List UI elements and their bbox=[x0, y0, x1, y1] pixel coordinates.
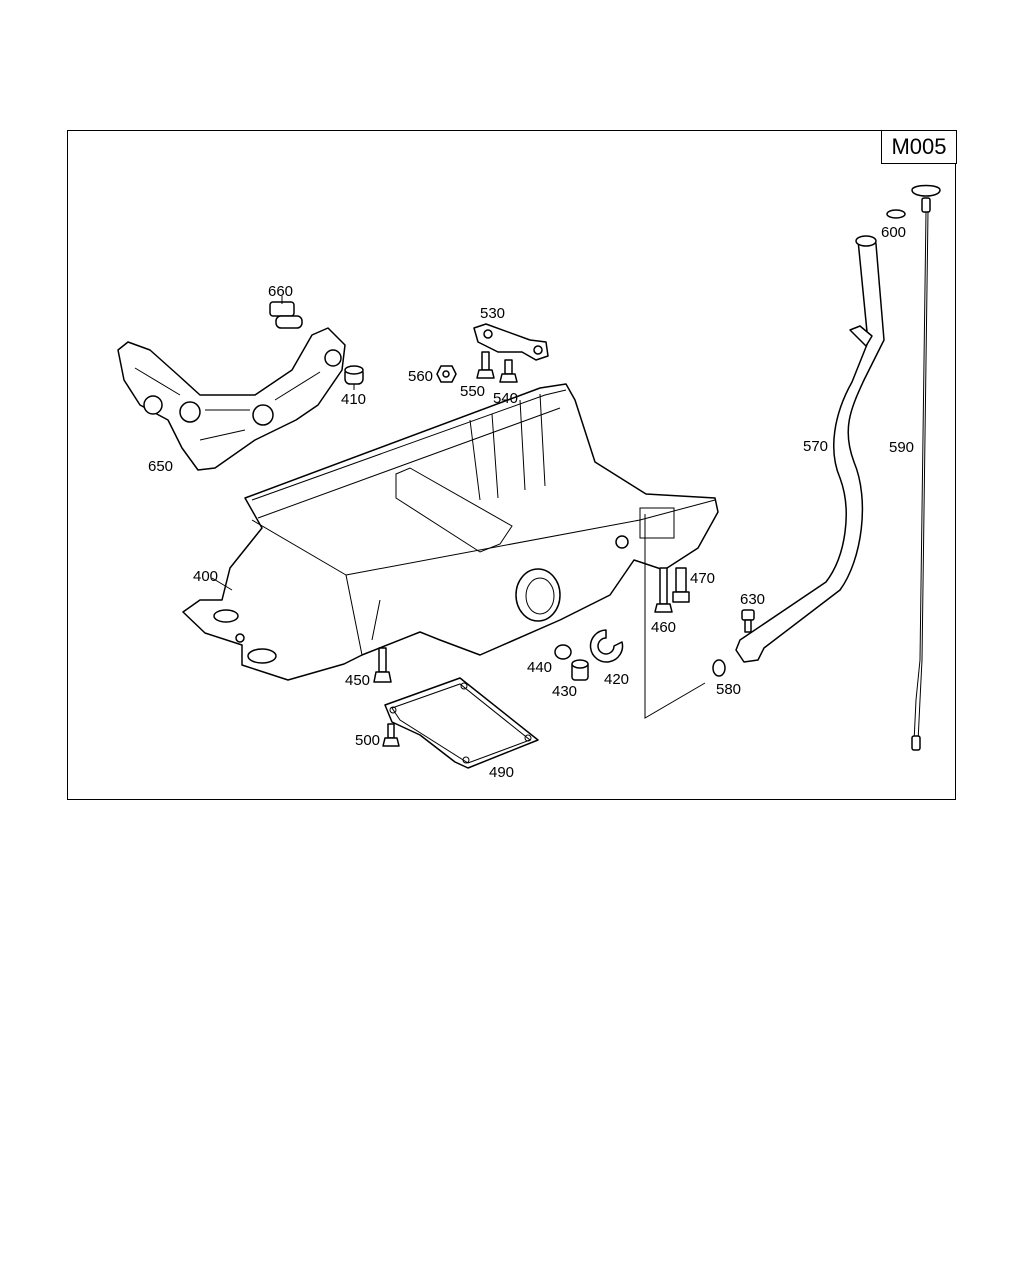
callout-540: 540 bbox=[493, 390, 518, 407]
leader-lines bbox=[211, 296, 706, 719]
callout-440: 440 bbox=[527, 659, 552, 676]
callout-630: 630 bbox=[740, 591, 765, 608]
callout-650: 650 bbox=[148, 458, 173, 475]
bushing-410 bbox=[344, 365, 364, 385]
callout-660: 660 bbox=[268, 283, 293, 300]
seal-ring-440 bbox=[554, 644, 572, 660]
nut-560 bbox=[436, 365, 457, 383]
engine-mount-bracket-650 bbox=[117, 327, 346, 471]
bolt-450 bbox=[373, 647, 392, 683]
callout-500: 500 bbox=[355, 732, 380, 749]
oil-pan-400 bbox=[182, 383, 719, 681]
bracket-530 bbox=[473, 323, 549, 361]
bolt-550 bbox=[476, 351, 495, 379]
callout-420: 420 bbox=[604, 671, 629, 688]
o-ring-580 bbox=[712, 659, 726, 677]
drain-plug-430 bbox=[571, 659, 589, 681]
callout-410: 410 bbox=[341, 391, 366, 408]
bolt-660 bbox=[269, 301, 303, 329]
callout-450: 450 bbox=[345, 672, 370, 689]
seal-600 bbox=[886, 209, 906, 219]
callout-560: 560 bbox=[408, 368, 433, 385]
callout-460: 460 bbox=[651, 619, 676, 636]
callout-570: 570 bbox=[803, 438, 828, 455]
bolt-540 bbox=[499, 359, 518, 383]
callout-400: 400 bbox=[193, 568, 218, 585]
callout-430: 430 bbox=[552, 683, 577, 700]
callout-580: 580 bbox=[716, 681, 741, 698]
callout-530: 530 bbox=[480, 305, 505, 322]
diagram-code: M005 bbox=[881, 130, 957, 164]
dipstick-590 bbox=[911, 184, 941, 751]
diagram-frame bbox=[67, 130, 956, 800]
circlip-420 bbox=[589, 629, 624, 663]
screw-630 bbox=[741, 609, 755, 633]
bolt-500 bbox=[382, 723, 400, 747]
callout-labels: 400 410 420 430 440 450 460 470 490 500 … bbox=[148, 224, 914, 781]
callout-470: 470 bbox=[690, 570, 715, 587]
callout-600: 600 bbox=[881, 224, 906, 241]
callout-590: 590 bbox=[889, 439, 914, 456]
callout-550: 550 bbox=[460, 383, 485, 400]
cover-plate-490 bbox=[384, 677, 539, 769]
dipstick-tube-570 bbox=[735, 235, 885, 663]
bolt-470 bbox=[672, 567, 690, 603]
callout-490: 490 bbox=[489, 764, 514, 781]
bolt-460 bbox=[654, 567, 673, 613]
